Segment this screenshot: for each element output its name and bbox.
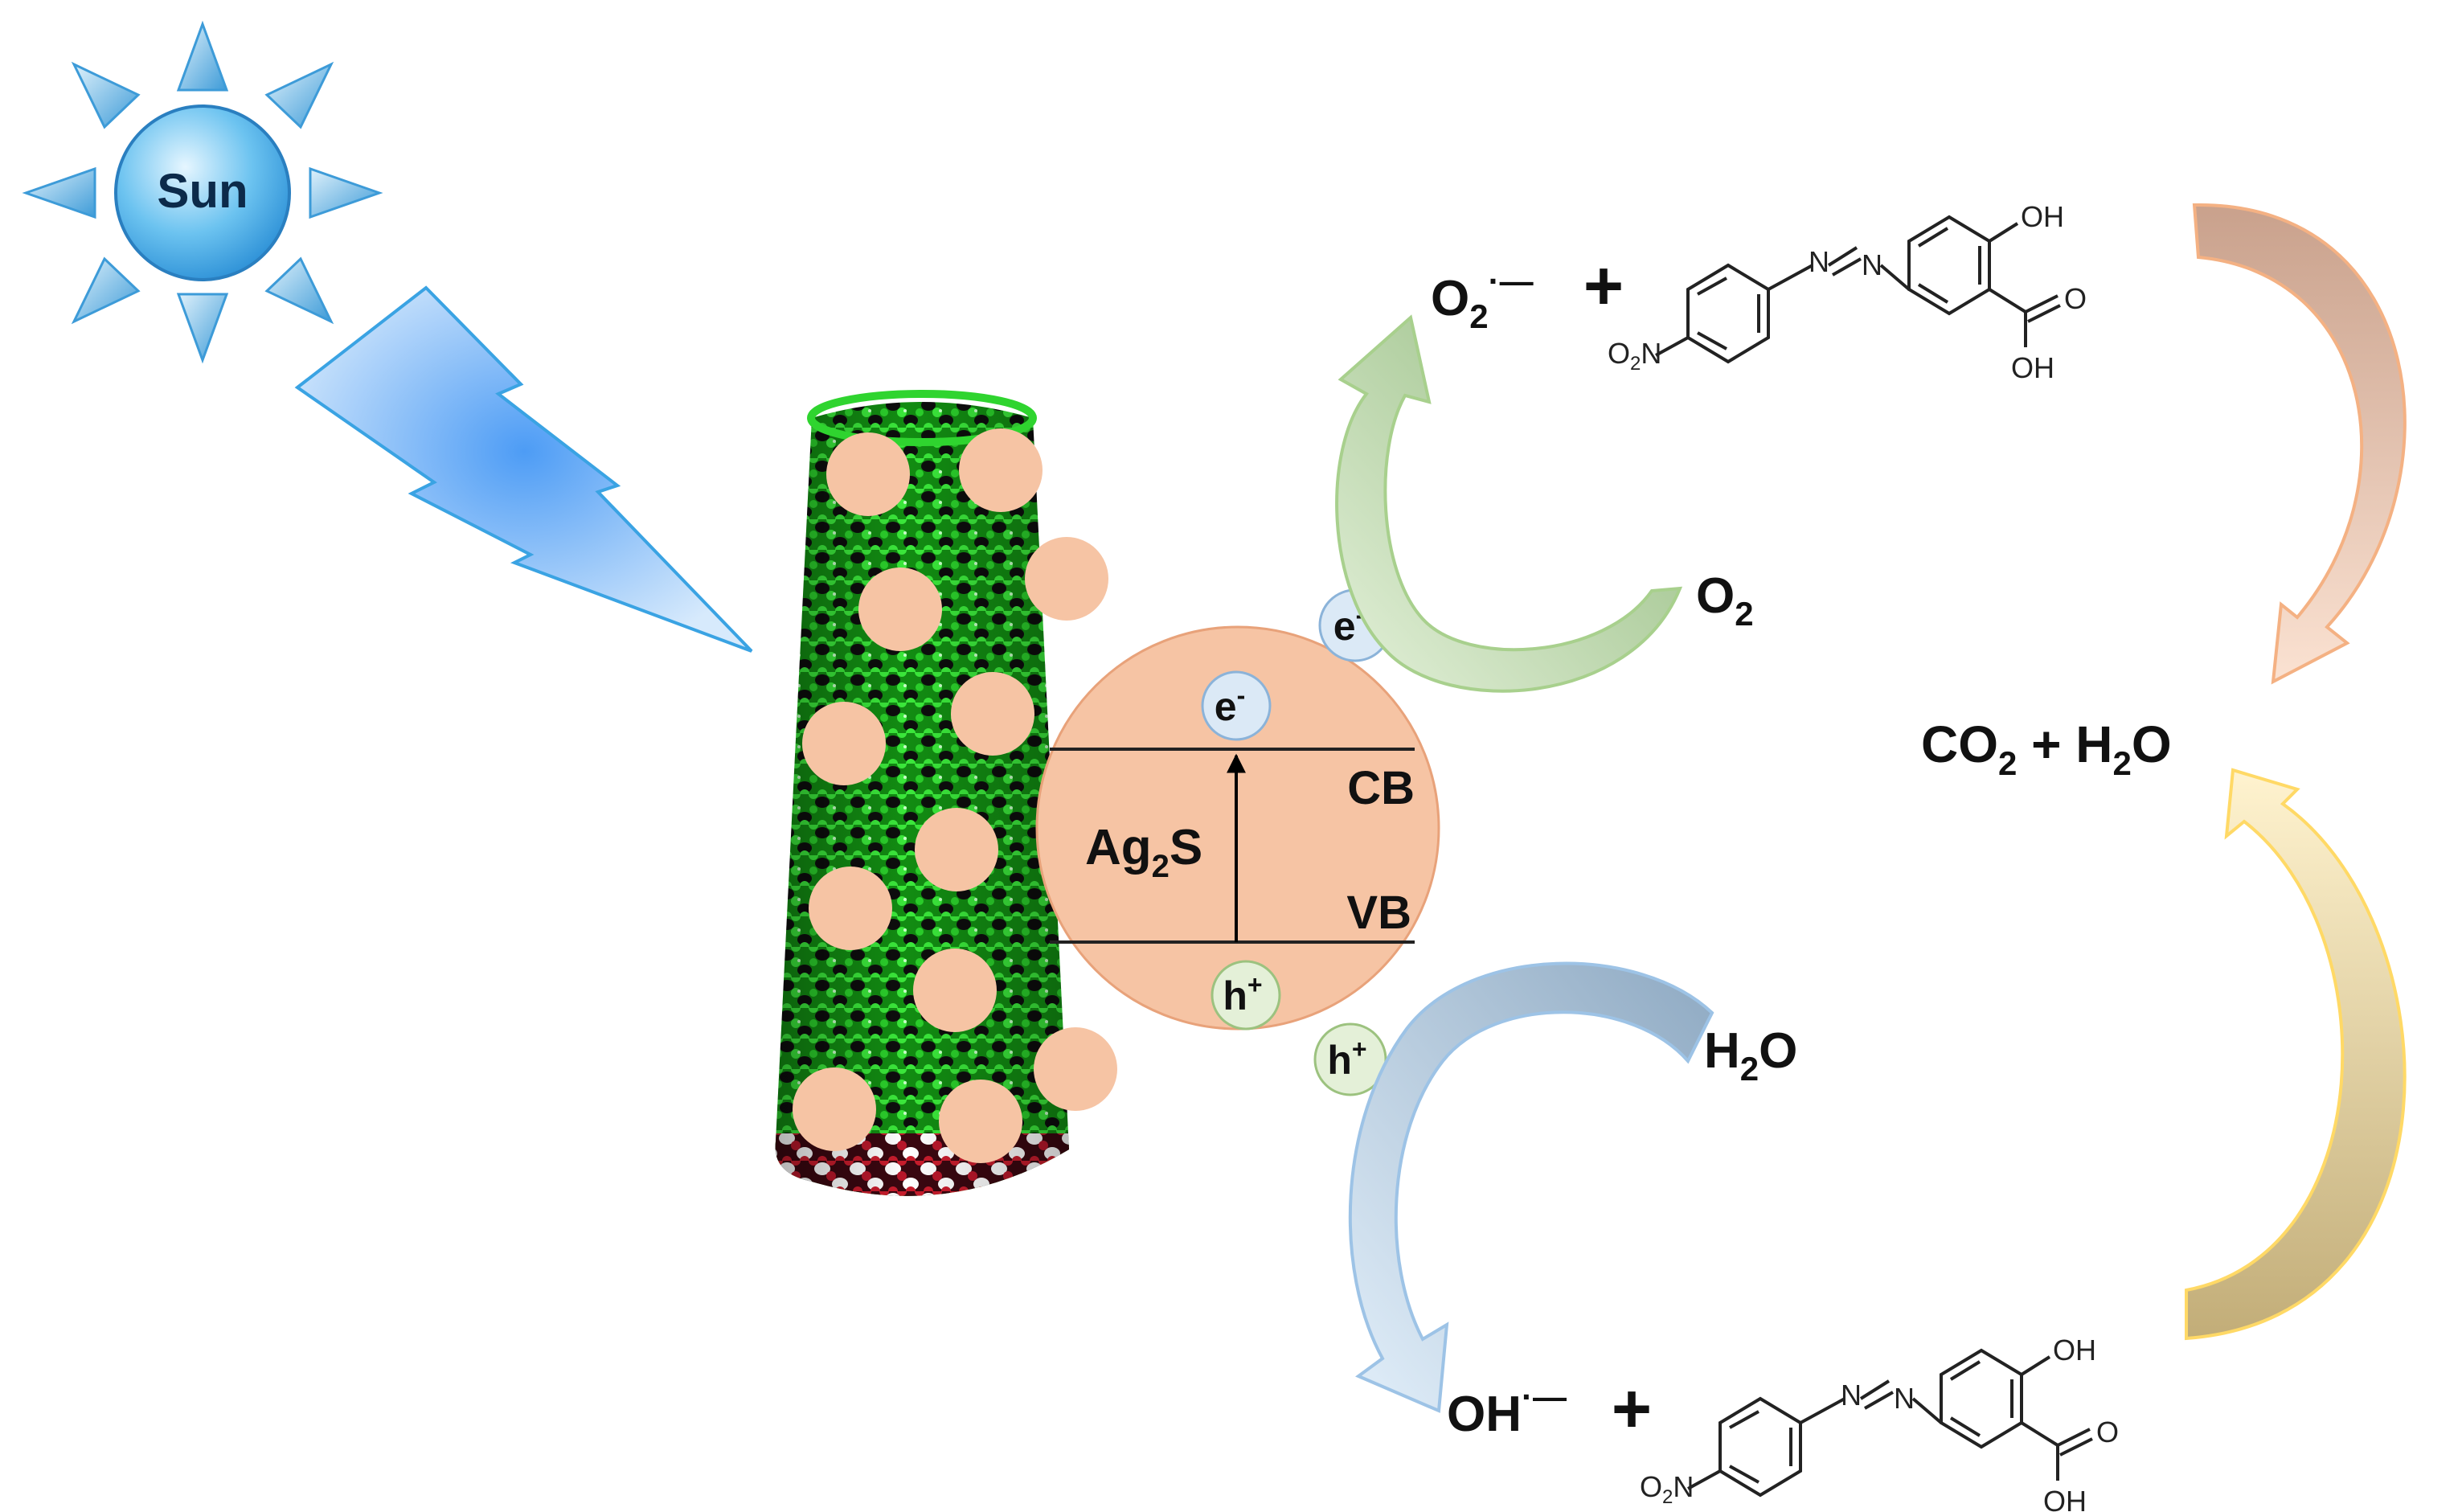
sun-ray-top-right bbox=[264, 61, 334, 129]
mol-bottom-n2: N bbox=[1894, 1382, 1915, 1415]
nanotube-top-rim bbox=[807, 390, 1037, 446]
plus-bottom: + bbox=[1612, 1371, 1652, 1448]
mol-top-n1: N bbox=[1809, 245, 1829, 278]
mol-top-n2: N bbox=[1862, 248, 1882, 281]
ag2s-nanoparticle bbox=[1034, 1027, 1117, 1111]
electron-circle-cb bbox=[1201, 670, 1272, 741]
ag2s-nanoparticle bbox=[809, 867, 892, 950]
ag2s-nanoparticle bbox=[951, 672, 1034, 756]
mol-bottom-n1: N bbox=[1841, 1379, 1862, 1412]
ag2s-band-particle: Ag2S CB VB e- h+ bbox=[1035, 625, 1440, 1031]
hole-circle-vb bbox=[1211, 960, 1281, 1031]
mol-top-carboxyl-oh: OH bbox=[2011, 351, 2054, 384]
mol-top-carboxyl-o: O bbox=[2064, 282, 2087, 315]
yellow-degradation-arrow bbox=[2185, 768, 2407, 1341]
hydroxyl-label: OH·— bbox=[1447, 1378, 1567, 1442]
sun-disc bbox=[114, 104, 291, 281]
dye-molecule-top: OH O OH N N O2N bbox=[1608, 200, 2087, 384]
dye-molecule-bottom: OH O OH N N O2N bbox=[1640, 1334, 2119, 1512]
sun-ray-bottom-left bbox=[71, 256, 141, 325]
orange-degradation-arrow bbox=[2192, 203, 2407, 685]
ag2s-nanoparticle bbox=[858, 568, 942, 651]
ag2s-nanoparticle bbox=[939, 1080, 1022, 1163]
cb-label: CB bbox=[1347, 762, 1415, 814]
ag2s-nanoparticle bbox=[826, 432, 910, 516]
blue-oxidation-arrow bbox=[1348, 961, 1714, 1413]
sun-label: Sun bbox=[157, 164, 248, 218]
products-label: CO2 + H2O bbox=[1921, 715, 2172, 782]
lightning-bolt-icon bbox=[294, 285, 753, 653]
sun-ray-right bbox=[309, 166, 383, 219]
carbon-nanotube bbox=[775, 390, 1117, 1196]
water-reactant-label: H2O bbox=[1704, 1023, 1797, 1088]
mol-bottom-nitro: O2N bbox=[1640, 1470, 1694, 1508]
green-reduction-arrow bbox=[1335, 314, 1683, 693]
sun-ray-top bbox=[176, 20, 229, 92]
superoxide-label: O2·— bbox=[1431, 262, 1534, 335]
ag2s-nanoparticle bbox=[1025, 537, 1108, 621]
sun-ray-top-left bbox=[71, 61, 141, 129]
hole-label-free: h+ bbox=[1327, 1035, 1366, 1083]
electron-label-cb: e- bbox=[1215, 681, 1245, 729]
oxygen-label: O2 bbox=[1696, 568, 1754, 633]
mol-top-oh: OH bbox=[2021, 200, 2064, 233]
sun-ray-bottom bbox=[176, 293, 229, 364]
ag2s-nanoparticle bbox=[913, 949, 997, 1032]
mol-top-nitro: O2N bbox=[1608, 337, 1661, 375]
ag2s-nanoparticle bbox=[915, 808, 998, 891]
ag2s-nanoparticle bbox=[793, 1067, 876, 1151]
sun-ray-bottom-right bbox=[264, 256, 334, 325]
mol-bottom-oh: OH bbox=[2053, 1334, 2096, 1367]
sun-ray-left bbox=[22, 166, 96, 219]
hole-label-vb: h+ bbox=[1223, 970, 1262, 1018]
mol-bottom-carboxyl-oh: OH bbox=[2043, 1485, 2087, 1512]
ag2s-label: Ag2S bbox=[1085, 820, 1202, 884]
ag2s-nanoparticle bbox=[802, 702, 886, 785]
ag2s-nanoparticle bbox=[959, 428, 1043, 512]
plus-top: + bbox=[1583, 248, 1624, 325]
vb-label: VB bbox=[1346, 887, 1411, 939]
sun-icon: Sun bbox=[22, 20, 383, 364]
mol-bottom-carboxyl-o: O bbox=[2096, 1416, 2119, 1448]
